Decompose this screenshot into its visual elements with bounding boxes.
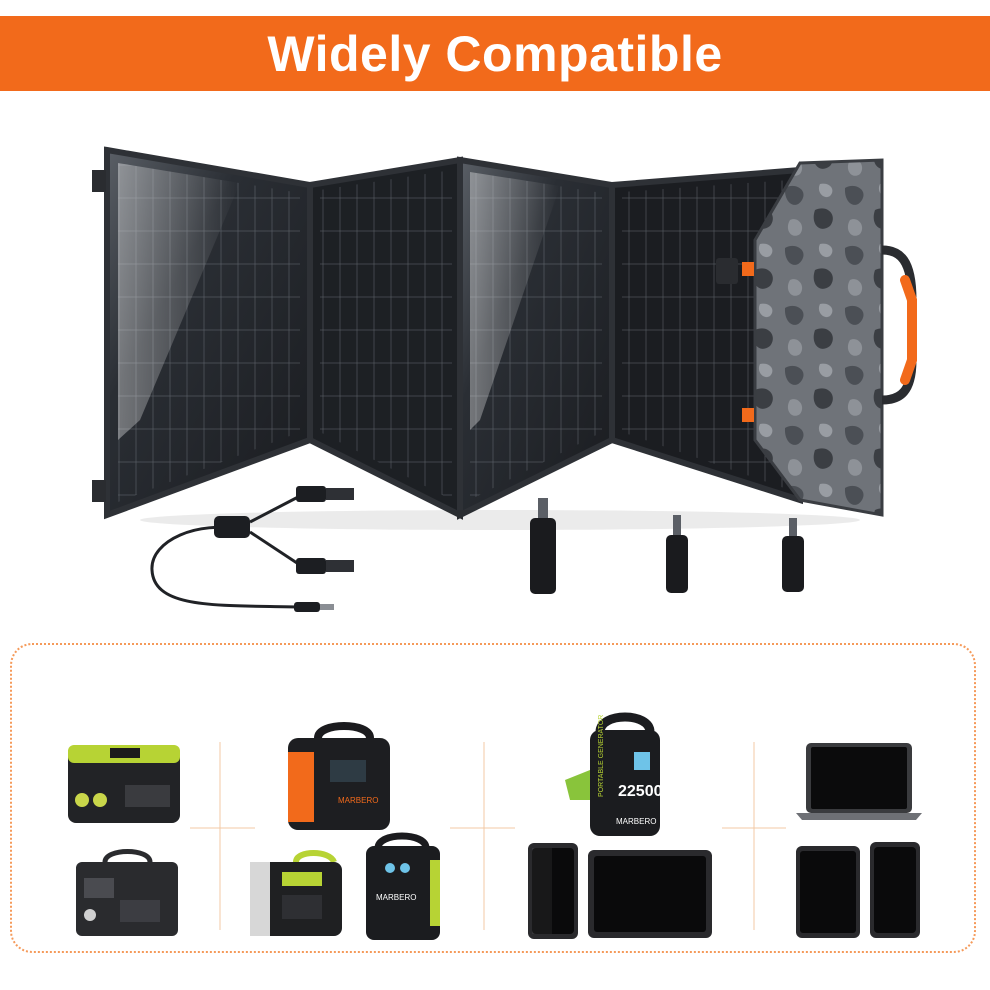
tablet-icon xyxy=(588,850,712,938)
camo-cover-flap xyxy=(716,158,884,517)
power-station-icon xyxy=(68,745,180,823)
device-brand-text: MARBERO xyxy=(338,796,378,805)
y-cable-connector xyxy=(150,486,354,612)
panel-segment-2 xyxy=(307,156,463,520)
laptop-icon xyxy=(796,743,922,820)
power-station-icon xyxy=(250,850,342,936)
phone-icon xyxy=(528,843,578,939)
solar-panel-illustration xyxy=(92,146,917,612)
header-banner: Widely Compatible xyxy=(0,16,990,91)
panel-segment-1 xyxy=(92,146,313,520)
group-dividers xyxy=(190,742,786,930)
device-brand-text: MARBERO xyxy=(376,893,416,902)
dc-adapter-small xyxy=(782,518,804,592)
power-station-icon: MARBERO xyxy=(366,832,440,940)
dc-adapter-medium xyxy=(666,515,688,593)
phone-icon xyxy=(870,842,920,938)
power-station-icon: MARBERO xyxy=(288,722,390,830)
panel-segment-3 xyxy=(457,156,615,520)
generator-label: PORTABLE GENERATOR xyxy=(598,715,605,797)
capacity-label: 22500 xyxy=(618,783,663,800)
power-station-icon xyxy=(76,849,178,936)
solar-panel-product-image xyxy=(0,100,990,620)
device-brand-text: MARBERO xyxy=(616,817,656,826)
tablet-icon xyxy=(796,846,860,938)
power-station-icon: PORTABLE GENERATOR 22500 MARBERO xyxy=(565,712,663,836)
compatible-devices-panel xyxy=(10,643,976,953)
dc-adapter-large xyxy=(530,498,556,594)
carry-handle xyxy=(881,245,917,405)
page-title: Widely Compatible xyxy=(267,25,723,82)
